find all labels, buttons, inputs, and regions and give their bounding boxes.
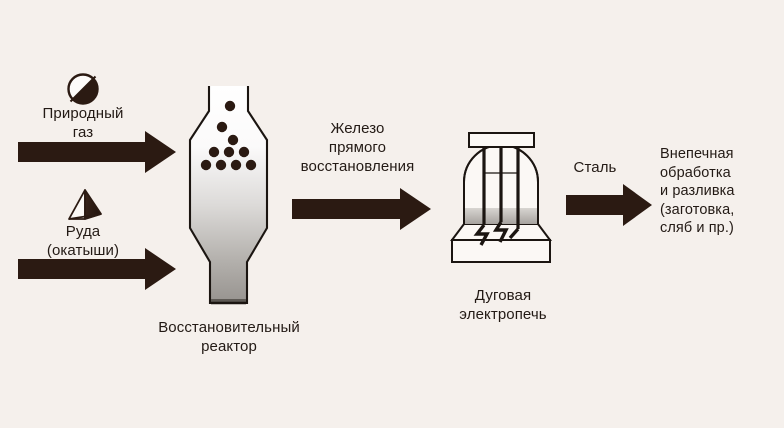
arrow-gas-to-reactor (18, 131, 176, 173)
arrow-ore-to-reactor (18, 248, 176, 290)
stage-caption-arc-furnace: Дуговая электропечь (459, 287, 547, 323)
flow-label-dri: Железо прямого восстановления (300, 120, 415, 175)
furnace-arc-bolts (473, 221, 520, 246)
stage-caption-reduction-reactor: Восстановительный реактор (158, 319, 300, 355)
arrow-furnace-to-output (566, 184, 652, 226)
input-label-ore-pellets: Руда (окатыши) (46, 223, 120, 259)
arrow-reactor-to-furnace (292, 188, 431, 230)
flow-label-steel: Сталь (573, 159, 617, 176)
reduction-reactor-icon (188, 86, 269, 305)
ore-pyramid-icon (68, 189, 102, 220)
reactor-charge-dots (200, 100, 257, 171)
electric-arc-furnace-icon (450, 132, 552, 263)
furnace-electrodes (482, 147, 520, 229)
output-label-secondary-treatment: Внепечная обработка и разливка (заготовк… (660, 146, 735, 236)
input-label-natural-gas: Природный газ (42, 105, 124, 141)
gas-circle-icon (67, 73, 99, 105)
